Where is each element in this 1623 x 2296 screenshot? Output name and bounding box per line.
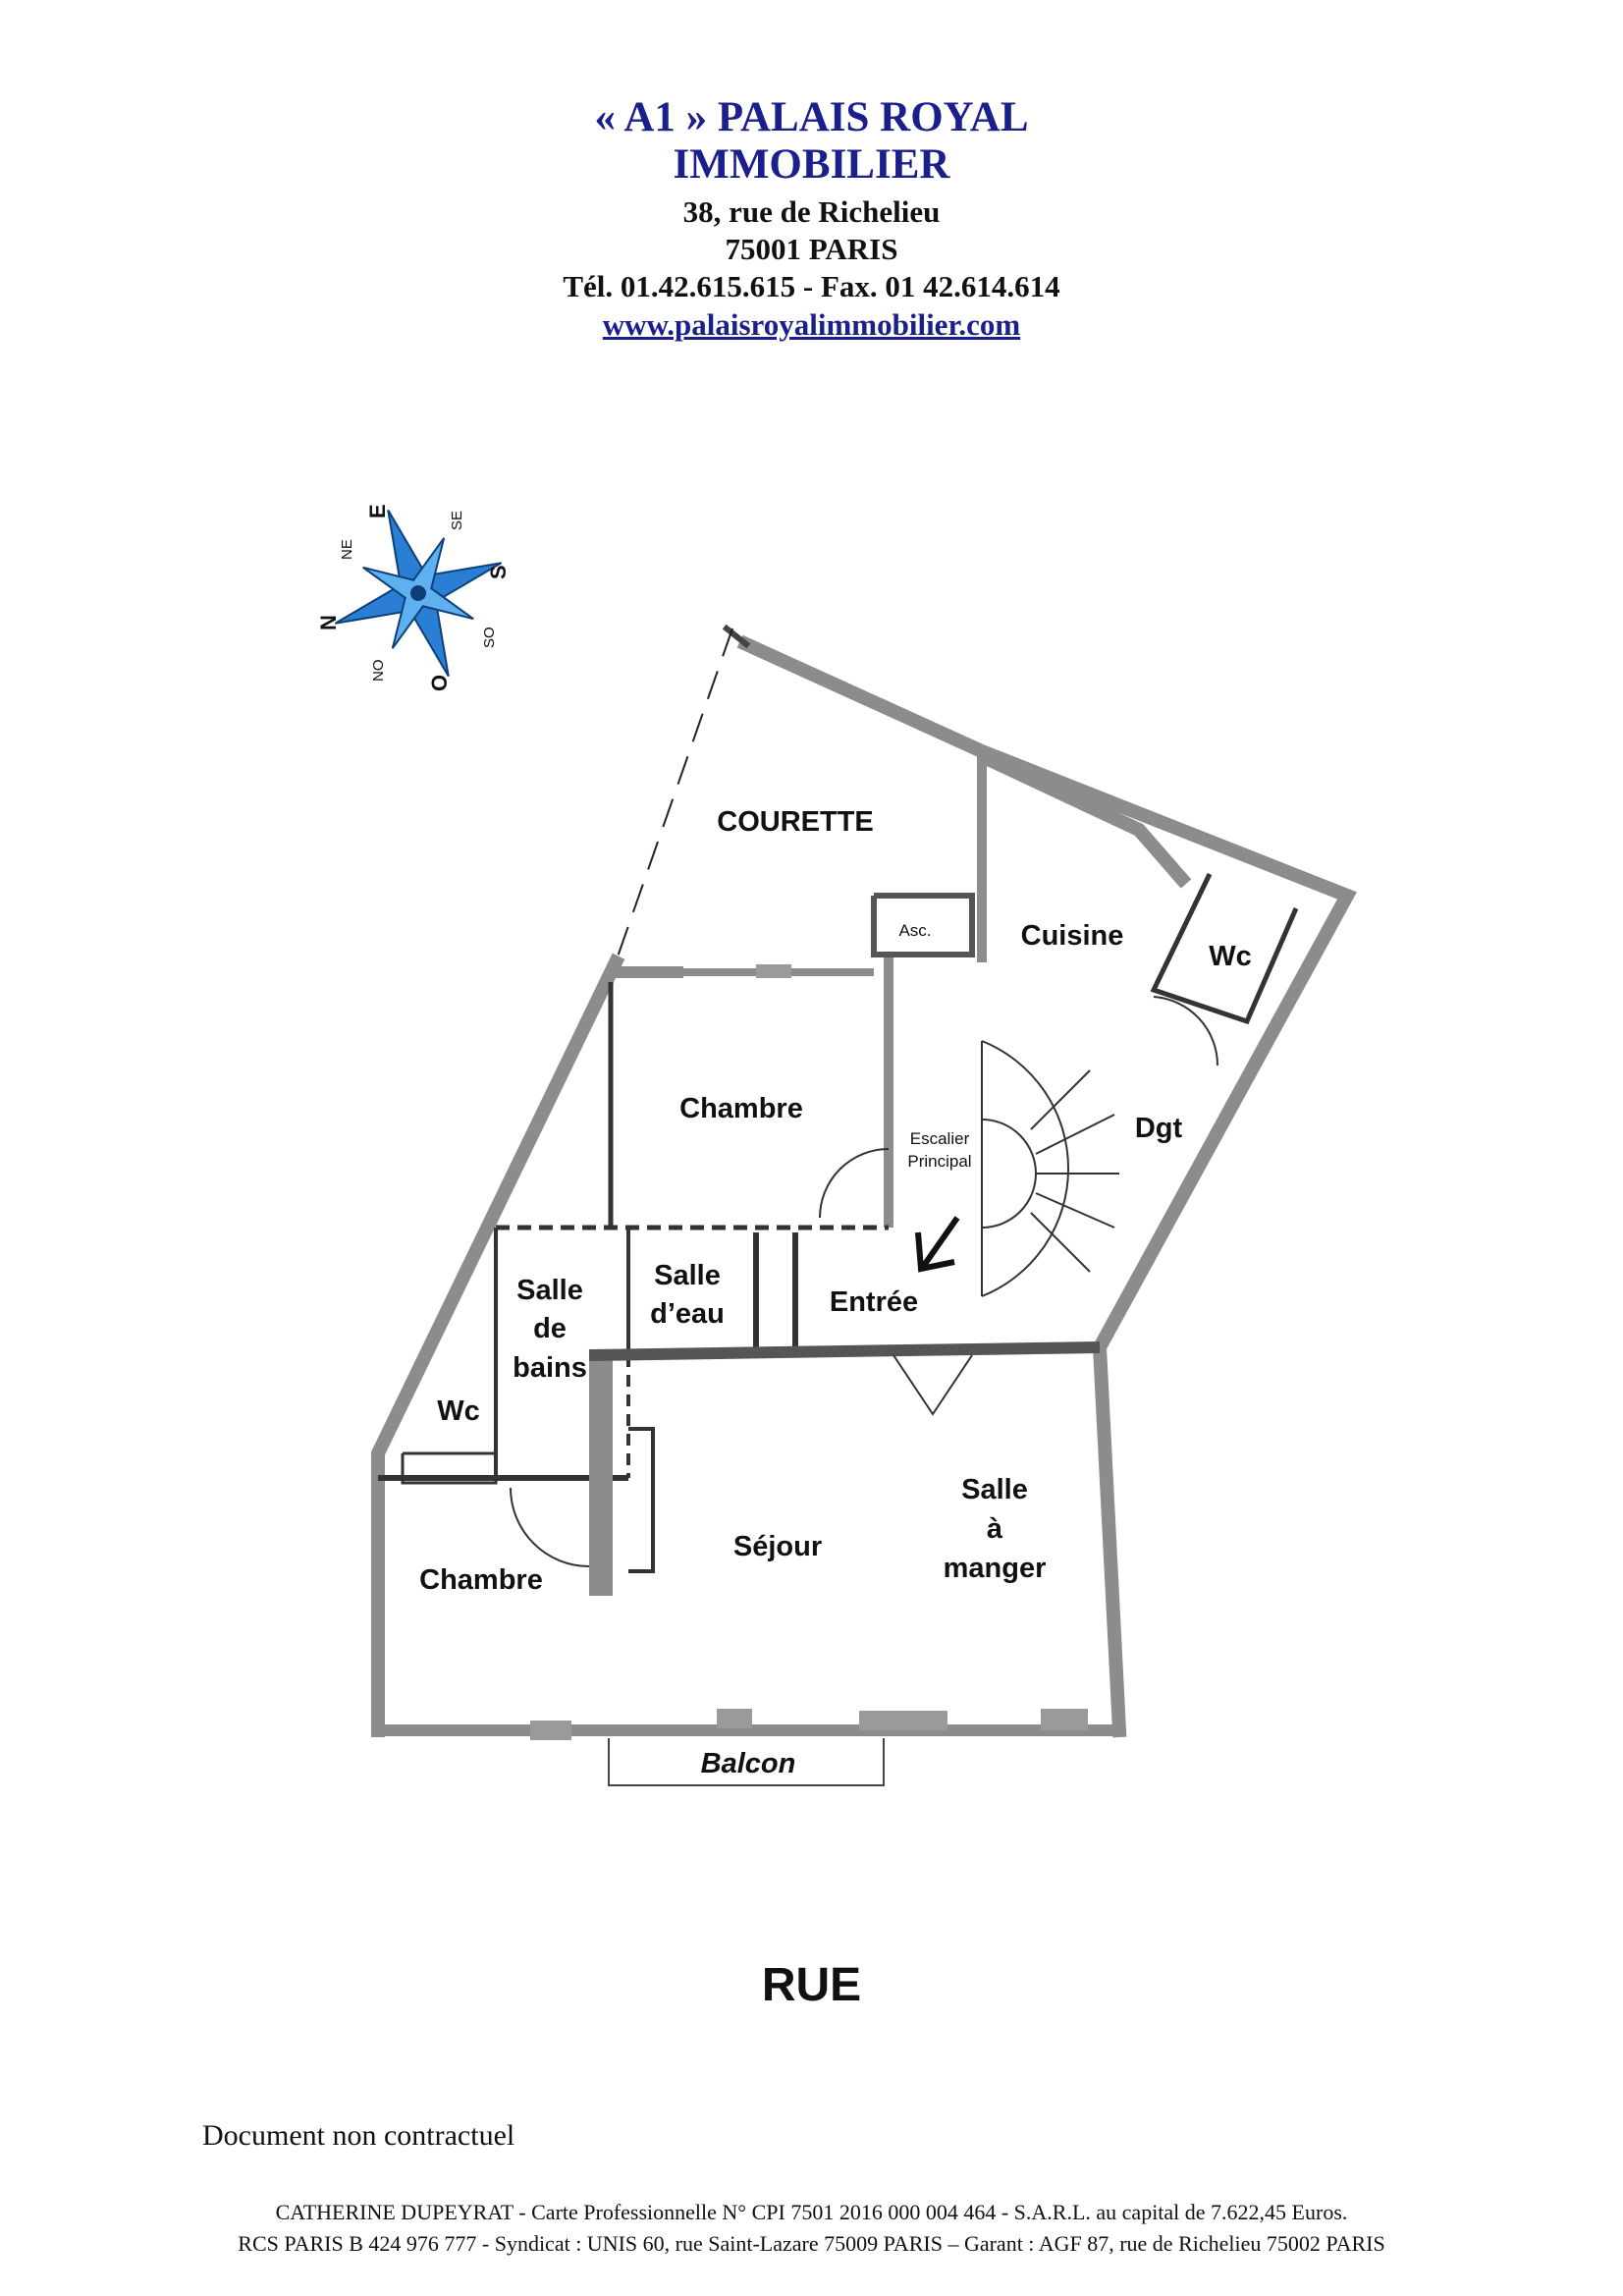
agency-name-line1: « A1 » PALAIS ROYAL: [594, 94, 1029, 140]
room-wc-top-label: Wc: [1209, 941, 1252, 972]
footer-line2: RCS PARIS B 424 976 777 - Syndicat : UNI…: [238, 2231, 1385, 2256]
elevator-label: Asc.: [898, 921, 931, 940]
balcony-label: Balcon: [701, 1748, 796, 1779]
room-salle-de-bains-label-2: de: [533, 1313, 567, 1344]
compass-s-label: S: [486, 565, 511, 579]
interior-walls: [378, 749, 1299, 1596]
room-courette-label: COURETTE: [717, 806, 874, 838]
room-sejour-label: Séjour: [733, 1531, 822, 1562]
compass-n-label: N: [316, 615, 341, 630]
room-salle-a-manger-label-2: à: [987, 1513, 1003, 1545]
compass-rose: E SE S SO O NO N NE: [316, 504, 511, 691]
room-salle-de-bains-label-3: bains: [513, 1352, 587, 1384]
room-cuisine-label: Cuisine: [1021, 920, 1124, 952]
room-entree-label: Entrée: [830, 1286, 918, 1318]
compass-e-label: E: [365, 504, 390, 519]
compass-se-label: SE: [449, 511, 465, 530]
disclaimer-text: Document non contractuel: [202, 2119, 515, 2152]
room-chambre-bottom-label: Chambre: [419, 1564, 543, 1596]
compass-no-label: NO: [370, 660, 387, 683]
room-salle-de-bains-label-1: Salle: [516, 1275, 583, 1306]
stair-label-line2: Principal: [907, 1152, 971, 1171]
door-swings: [510, 996, 1219, 1567]
agency-city: 75001 PARIS: [725, 232, 898, 266]
room-salle-a-manger-label-1: Salle: [961, 1474, 1028, 1505]
stair-label-line1: Escalier: [910, 1129, 970, 1148]
balcony-outline: [608, 1738, 885, 1786]
footer-line1: CATHERINE DUPEYRAT - Carte Professionnel…: [275, 2200, 1348, 2224]
agency-website-link[interactable]: www.palaisroyalimmobilier.com: [602, 307, 1021, 342]
agency-name-line2: IMMOBILIER: [673, 141, 950, 188]
room-wc-left-label: Wc: [437, 1395, 480, 1427]
room-salle-eau-label-2: d’eau: [650, 1298, 725, 1330]
room-chambre-top-label: Chambre: [679, 1093, 803, 1124]
compass-so-label: SO: [481, 627, 498, 648]
room-salle-eau-label-1: Salle: [654, 1260, 721, 1291]
compass-ne-label: NE: [339, 539, 355, 560]
spiral-staircase: [981, 1040, 1119, 1297]
compass-o-label: O: [427, 675, 452, 691]
window-marks: [530, 964, 1088, 1740]
room-salle-a-manger-label-3: manger: [944, 1553, 1047, 1584]
entrance-arrow: [915, 1216, 960, 1273]
agency-phone-fax: Tél. 01.42.615.615 - Fax. 01 42.614.614: [563, 269, 1060, 303]
street-label: RUE: [761, 1959, 862, 2011]
courtyard-boundary: [615, 628, 733, 963]
agency-street: 38, rue de Richelieu: [682, 194, 941, 229]
room-dgt-label: Dgt: [1135, 1113, 1183, 1144]
